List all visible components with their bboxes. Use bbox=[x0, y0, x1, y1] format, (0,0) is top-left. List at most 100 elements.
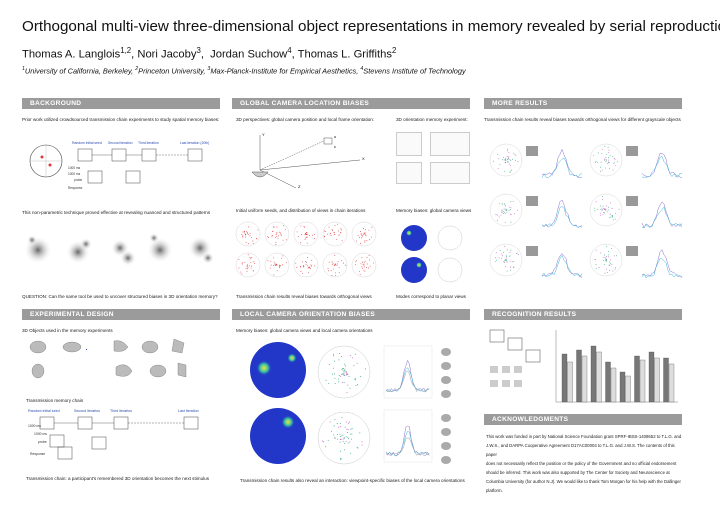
chain-sample-dot bbox=[334, 233, 336, 235]
chain-sample-dot bbox=[307, 233, 309, 235]
teapot-object bbox=[29, 340, 47, 354]
scatter-point bbox=[347, 422, 349, 424]
scatter-point bbox=[346, 372, 348, 374]
chain-sample-dot bbox=[307, 267, 309, 269]
scatter-point bbox=[350, 452, 352, 454]
chain-frame bbox=[141, 148, 157, 162]
scatter-point bbox=[504, 222, 506, 224]
scatter-point bbox=[515, 159, 516, 161]
chain-sample-dot bbox=[369, 265, 371, 267]
chain-frame bbox=[111, 148, 127, 162]
chain-sample-dot bbox=[368, 255, 370, 256]
scatter-point bbox=[603, 260, 605, 262]
chain-frame bbox=[77, 416, 93, 430]
chain-sample-dot bbox=[336, 223, 338, 225]
chain-sample-dot bbox=[358, 236, 360, 238]
scatter-point bbox=[505, 208, 507, 210]
scatter-point bbox=[344, 365, 346, 367]
heatmap-hotspot bbox=[281, 415, 295, 429]
bar bbox=[561, 353, 568, 403]
chain-sample-dot bbox=[240, 271, 242, 273]
chain-sample-dot bbox=[366, 263, 368, 265]
chain-sample-dot bbox=[306, 236, 308, 238]
scatter-point bbox=[596, 161, 598, 163]
scatter-point bbox=[344, 370, 346, 372]
bar bbox=[581, 355, 588, 403]
ack-line: Columbia University (for author N.J). We… bbox=[486, 479, 681, 484]
bar bbox=[639, 359, 646, 403]
scatter-point bbox=[334, 438, 336, 440]
chain-sample-dot bbox=[360, 263, 362, 265]
label-last-iteration: Last iteration (20th) bbox=[180, 141, 209, 145]
scatter-point bbox=[342, 434, 344, 436]
chain-sample-dot bbox=[273, 274, 275, 276]
scatter-point bbox=[501, 211, 503, 213]
scatter-point bbox=[610, 262, 612, 264]
scatter-point bbox=[612, 156, 614, 158]
scatter-point bbox=[600, 166, 602, 168]
chain-sample-dot bbox=[283, 225, 285, 227]
scatter-point bbox=[345, 441, 347, 443]
object-thumbnail bbox=[626, 196, 638, 206]
chain-sample-dot bbox=[297, 235, 299, 237]
result-curve bbox=[541, 148, 583, 178]
ack-line: does not necessarily reflect the positio… bbox=[486, 461, 677, 466]
chain-sample-dot bbox=[285, 229, 286, 231]
bar bbox=[668, 363, 675, 403]
scatter-point bbox=[340, 450, 342, 452]
chain-sample-dot bbox=[247, 234, 249, 235]
scatter-point bbox=[607, 251, 609, 252]
chain-sample-dot bbox=[246, 230, 247, 232]
scatter-point bbox=[606, 163, 608, 165]
scatter-point bbox=[355, 379, 357, 381]
chain-sample-dot bbox=[305, 263, 307, 265]
experiment-screen bbox=[396, 132, 422, 156]
scatter-point bbox=[511, 261, 513, 263]
result-curve bbox=[641, 258, 683, 279]
chain-sample-dot bbox=[362, 228, 364, 230]
scatter-point bbox=[616, 255, 617, 257]
scatter-point bbox=[601, 208, 603, 210]
chain-frame bbox=[187, 148, 203, 162]
label-second-iteration: Second iteration bbox=[108, 141, 133, 145]
scatter-point bbox=[605, 167, 606, 169]
chain-sample-dot bbox=[256, 238, 258, 240]
chain-sample-dot bbox=[270, 260, 272, 262]
scatter-point bbox=[507, 156, 509, 158]
scatter-point bbox=[357, 384, 359, 386]
chain-sample-dot bbox=[244, 232, 245, 234]
chain-frame bbox=[49, 434, 65, 448]
chain-sample-dot bbox=[331, 275, 333, 277]
scatter-point bbox=[333, 373, 335, 375]
chain-frame bbox=[91, 436, 107, 450]
chain-sample-dot bbox=[355, 264, 357, 266]
chain-sample-dot bbox=[366, 256, 368, 258]
chain-sample-dot bbox=[306, 233, 308, 235]
scatter-point bbox=[361, 441, 363, 443]
scatter-point bbox=[336, 423, 338, 425]
scatter-point bbox=[503, 170, 505, 172]
chain-sample-dot bbox=[306, 261, 307, 263]
chain-sample-dot bbox=[313, 233, 315, 235]
global-caption-6: Modes correspond to planar views bbox=[396, 294, 466, 299]
scatter-point bbox=[344, 426, 346, 428]
local-caption-1: Memory biases: global camera views and l… bbox=[236, 328, 373, 333]
scatter-point bbox=[594, 210, 596, 212]
chain-frame bbox=[77, 148, 93, 162]
global-caption-1: 3D perspectives: global camera position … bbox=[236, 117, 375, 122]
scatter-point bbox=[359, 432, 361, 434]
author-affiliation: 2 bbox=[391, 46, 397, 55]
scatter-point bbox=[605, 161, 607, 162]
background-caption-1: Prior work utilized crowdsourced transmi… bbox=[22, 117, 220, 122]
chain-sample-dot bbox=[364, 232, 366, 234]
chain-sample-dot bbox=[328, 226, 330, 228]
bar bbox=[619, 371, 626, 403]
chain-sample-dot bbox=[364, 241, 366, 243]
scatter-point bbox=[507, 161, 509, 163]
label-last-iteration: Last iteration bbox=[178, 409, 199, 413]
density-plots-row bbox=[24, 233, 214, 266]
chain-sample-dot bbox=[241, 233, 243, 235]
global-caption-5: Transmission chain results reveal biases… bbox=[236, 294, 372, 299]
scatter-point bbox=[595, 249, 597, 251]
scatter-point bbox=[608, 167, 610, 169]
